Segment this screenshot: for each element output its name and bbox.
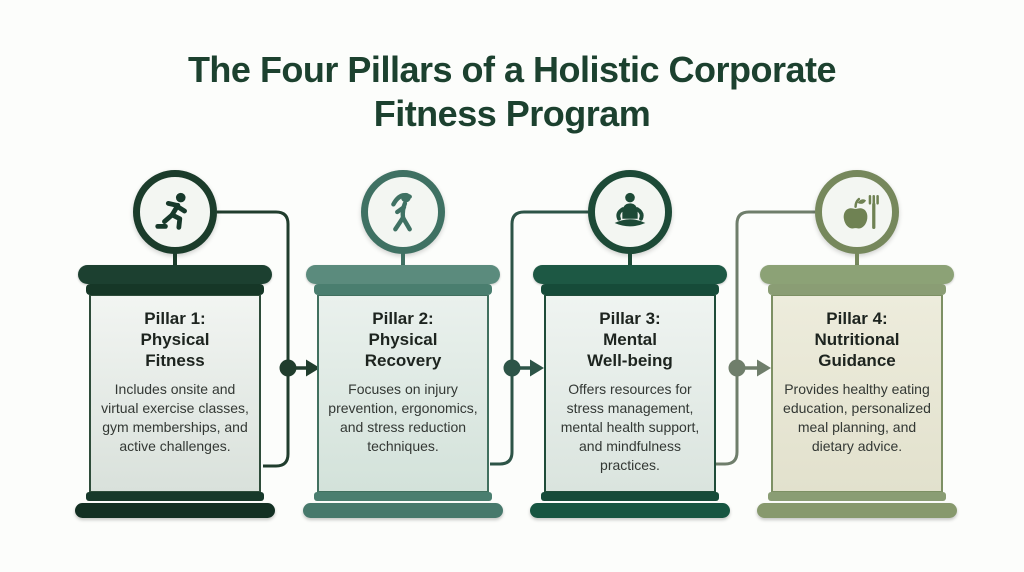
- pillar-capital-top: [78, 265, 272, 284]
- pillar-2-heading: Pillar 2: Physical Recovery: [319, 308, 487, 371]
- pillar-4-heading: Pillar 4: Nutritional Guidance: [773, 308, 941, 371]
- circle-stem: [855, 253, 859, 266]
- pillar-base: [530, 503, 730, 518]
- arrow-head-icon: [306, 359, 320, 377]
- connector-line: [716, 210, 815, 466]
- connector-pillar2-to-pillar3: [490, 210, 588, 466]
- pillar-base: [75, 503, 275, 518]
- connector-line: [217, 210, 290, 468]
- connector-pillar3-to-pillar4: [716, 210, 815, 466]
- heading-line: Physical: [368, 330, 438, 349]
- running-person-icon: [155, 192, 187, 230]
- heading-line: Physical: [140, 330, 210, 349]
- heading-line: Pillar 3:: [599, 309, 661, 328]
- pillar-1-body: Pillar 1: Physical Fitness Includes onsi…: [89, 295, 261, 492]
- connector-dot: [279, 359, 297, 377]
- pillar-2-description: Focuses on injury prevention, ergonomics…: [328, 381, 478, 454]
- pillar-capital-top: [533, 265, 727, 284]
- pillar-base: [303, 503, 503, 518]
- pillar-4-description: Provides healthy eating education, perso…: [783, 381, 931, 454]
- pillar-base: [757, 503, 957, 518]
- pillar-1: Pillar 1: Physical Fitness Includes onsi…: [75, 170, 275, 522]
- pillar-4-icon-circle: [815, 170, 899, 254]
- pillar-3-heading: Pillar 3: Mental Well-being: [546, 308, 714, 371]
- apple-and-fork-icon: [843, 194, 879, 229]
- heading-line: Fitness: [145, 351, 205, 370]
- pillar-3-description: Offers resources for stress management, …: [560, 381, 700, 473]
- stretching-person-icon: [391, 192, 412, 232]
- pillar-3-body: Pillar 3: Mental Well-being Offers resou…: [544, 295, 716, 492]
- pillar-2-icon-circle: [361, 170, 445, 254]
- pillar-capital-lower: [541, 284, 719, 295]
- title-line-1: The Four Pillars of a Holistic Corporate: [187, 49, 837, 90]
- circle-stem: [628, 253, 632, 266]
- connector-dot: [728, 359, 746, 377]
- pillar-capital-lower: [86, 284, 264, 295]
- pillar-capital-top: [306, 265, 500, 284]
- pillar-1-description: Includes onsite and virtual exercise cla…: [101, 381, 249, 454]
- heading-line: Recovery: [364, 351, 442, 370]
- meditating-person-icon: [614, 192, 646, 227]
- pillar-capital-lower: [768, 284, 946, 295]
- pillar-capital-top: [760, 265, 954, 284]
- connector-dot: [503, 359, 521, 377]
- circle-stem: [401, 253, 405, 266]
- connector-line: [490, 210, 588, 466]
- pillar-4-body: Pillar 4: Nutritional Guidance Provides …: [771, 295, 943, 492]
- infographic-title: The Four Pillars of a Holistic Corporate…: [0, 48, 1024, 136]
- heading-line: Guidance: [818, 351, 896, 370]
- pillar-2-body: Pillar 2: Physical Recovery Focuses on i…: [317, 295, 489, 492]
- heading-line: Pillar 2:: [372, 309, 434, 328]
- title-line-2: Fitness Program: [373, 93, 651, 134]
- heading-line: Mental: [603, 330, 657, 349]
- pillar-base-top: [314, 492, 492, 501]
- heading-line: Pillar 1:: [144, 309, 206, 328]
- pillar-1-icon-circle: [133, 170, 217, 254]
- circle-stem: [173, 253, 177, 266]
- pillar-base-top: [86, 492, 264, 501]
- pillar-3-icon-circle: [588, 170, 672, 254]
- arrow-head-icon: [530, 359, 544, 377]
- connector-pillar1-to-pillar2: [217, 210, 320, 468]
- pillar-base-top: [541, 492, 719, 501]
- heading-line: Well-being: [587, 351, 673, 370]
- pillar-base-top: [768, 492, 946, 501]
- pillar-3: Pillar 3: Mental Well-being Offers resou…: [530, 170, 730, 522]
- pillar-4: Pillar 4: Nutritional Guidance Provides …: [757, 170, 957, 522]
- pillar-capital-lower: [314, 284, 492, 295]
- heading-line: Pillar 4:: [826, 309, 888, 328]
- arrow-head-icon: [757, 359, 771, 377]
- heading-line: Nutritional: [814, 330, 900, 349]
- pillar-2: Pillar 2: Physical Recovery Focuses on i…: [303, 170, 503, 522]
- pillar-1-heading: Pillar 1: Physical Fitness: [91, 308, 259, 371]
